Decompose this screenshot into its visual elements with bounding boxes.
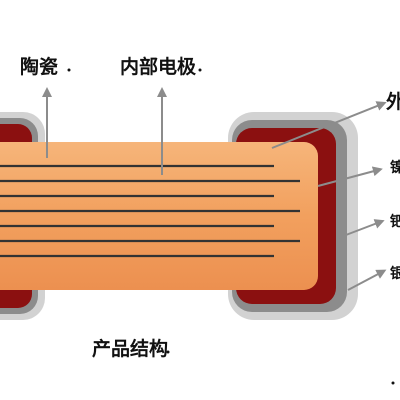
internal-electrodes (0, 164, 300, 258)
pointer-arrows (42, 87, 387, 291)
label-dot (166, 350, 170, 354)
right-low1-partial-label: 钯 (389, 213, 400, 230)
label-dot (67, 68, 71, 72)
inner-electrode-label: 内部电极 (120, 55, 197, 78)
ceramic-body (0, 142, 318, 290)
ceramic-label: 陶瓷 (20, 55, 58, 78)
right-low2-arrow (347, 269, 387, 291)
label-dot (391, 381, 395, 385)
structure-label: 产品结构 (92, 337, 168, 360)
right-top-arrow (271, 101, 387, 149)
right-mid-partial-label: 镍 (390, 159, 400, 176)
right-mid-arrow (317, 166, 383, 187)
right-low2-partial-label: 银 (390, 265, 400, 282)
right-low1-arrow (337, 219, 385, 239)
right-top-partial-label: 外 (386, 90, 400, 113)
label-dot (198, 68, 202, 72)
